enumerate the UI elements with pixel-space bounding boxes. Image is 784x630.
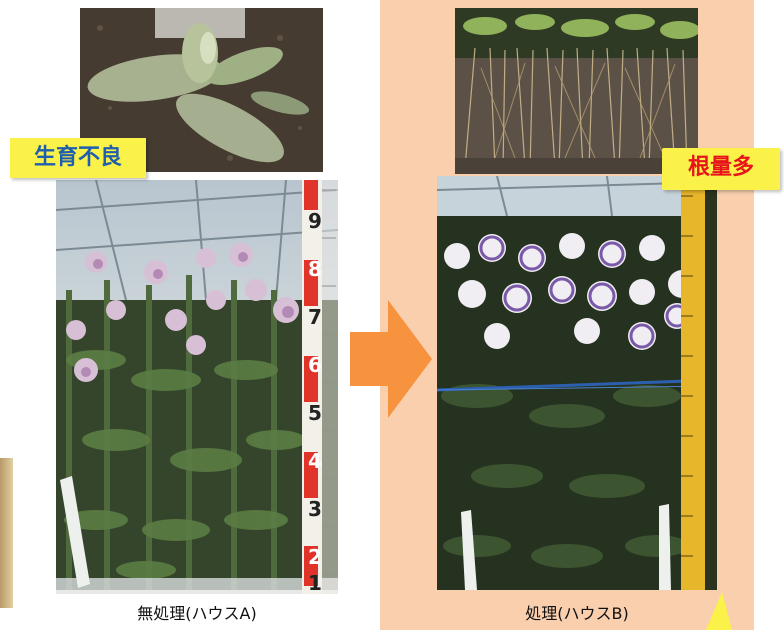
house-b-caption: 処理(ハウスB) [525, 604, 629, 623]
cropped-photo-edge [0, 458, 13, 608]
house-a-flower-photo: 9 8 7 6 5 4 3 2 1 [56, 180, 338, 594]
ruler-label: 9 [308, 209, 322, 233]
house-b-flower-photo [437, 176, 717, 590]
ruler-label: 2 [308, 545, 322, 569]
poor-growth-callout: 生育不良 [10, 138, 146, 178]
seedling-photo [80, 8, 323, 172]
ruler-label: 6 [308, 353, 322, 377]
ruler-label: 5 [308, 401, 322, 425]
ruler-label: 8 [308, 257, 322, 281]
ruler-label: 4 [308, 449, 322, 473]
ruler-label: 7 [308, 305, 322, 329]
callout-pointer [706, 592, 732, 630]
house-a-caption: 無処理(ハウスA) [137, 604, 257, 623]
large-root-volume-callout: 根量多 [662, 148, 780, 190]
roots-photo [455, 8, 698, 174]
ruler-label: 1 [308, 571, 322, 594]
ruler-label: 3 [308, 497, 322, 521]
arrow-right-icon [350, 300, 432, 418]
